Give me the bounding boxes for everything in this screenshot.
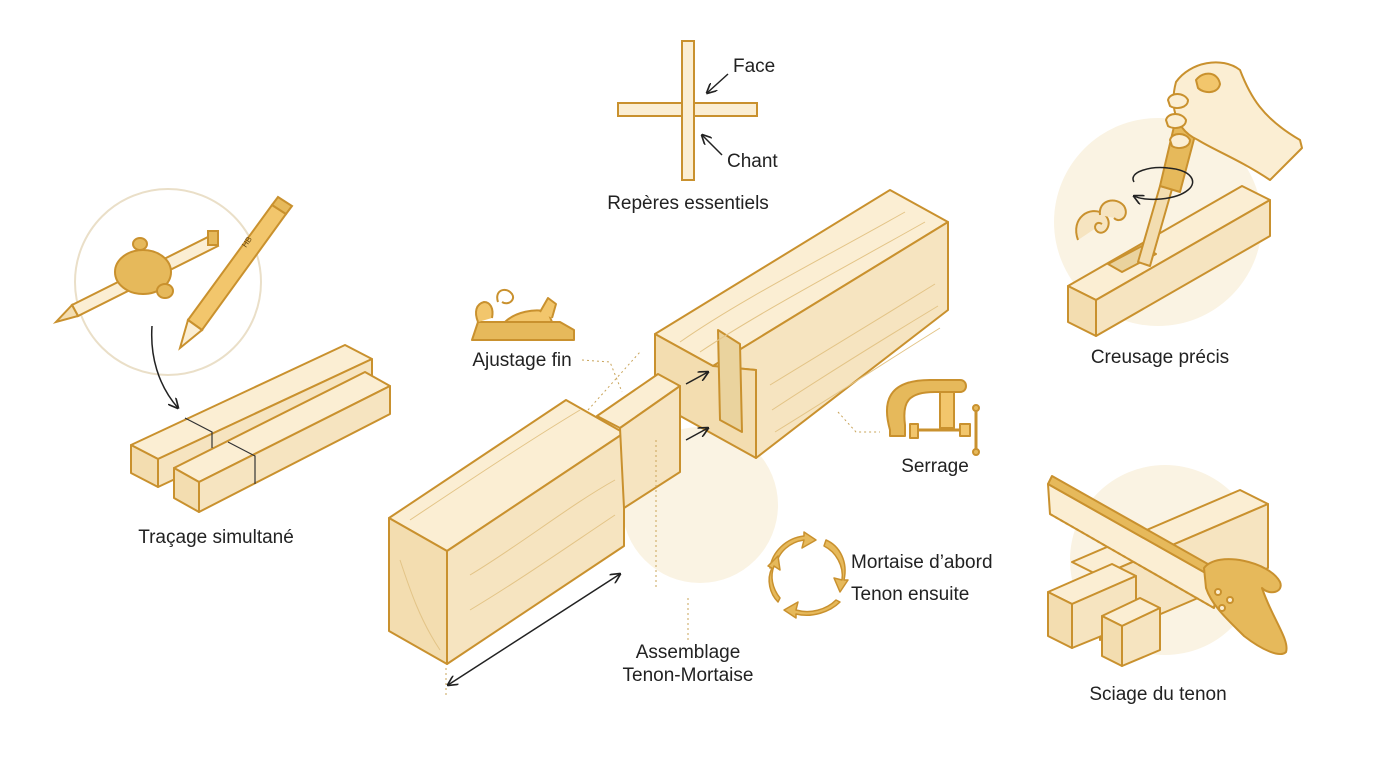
leader-dotted-lines <box>445 351 880 695</box>
marking-lines <box>184 417 256 484</box>
reperes-label: Repères essentiels <box>607 193 769 214</box>
length-dimension-arrow <box>448 574 620 685</box>
twin-boards <box>130 344 391 513</box>
chant-label: Chant <box>727 151 778 172</box>
face-arrow <box>707 73 729 93</box>
mortise-grain <box>679 211 941 433</box>
chisel-block <box>1067 185 1271 337</box>
face-label: Face <box>733 56 776 77</box>
mortise-piece <box>654 189 949 459</box>
tracage-label: Traçage simultané <box>138 527 294 548</box>
face-edge-cross <box>617 40 758 181</box>
pencil-icon <box>178 195 294 351</box>
serrage-label: Serrage <box>901 456 969 477</box>
marking-gauge-icon <box>52 230 220 324</box>
sciage-label: Sciage du tenon <box>1089 684 1227 705</box>
sequence-second-label: Tenon ensuite <box>851 584 970 605</box>
insert-arrow-top <box>685 372 708 385</box>
gauge-highlight-circle <box>74 188 262 376</box>
saw-icon <box>1047 475 1288 655</box>
wood-shaving-icon <box>1075 199 1127 241</box>
plane-icon <box>471 288 575 341</box>
clamp-icon <box>885 379 980 456</box>
assembly-title-line1: Assemblage <box>635 642 741 663</box>
sequence-first-label: Mortaise d’abord <box>851 552 993 573</box>
insert-arrow-bottom <box>685 428 708 441</box>
hand-icon <box>1165 61 1303 181</box>
creusage-label: Creusage précis <box>1090 347 1230 368</box>
gauge-to-board-arrow <box>150 325 178 408</box>
chant-arrow <box>702 135 723 156</box>
cycle-arrows-icon <box>767 531 849 619</box>
assembly-title-line2: Tenon-Mortaise <box>622 665 754 686</box>
ajustage-label: Ajustage fin <box>472 350 572 371</box>
rotation-arrow <box>1133 166 1194 200</box>
